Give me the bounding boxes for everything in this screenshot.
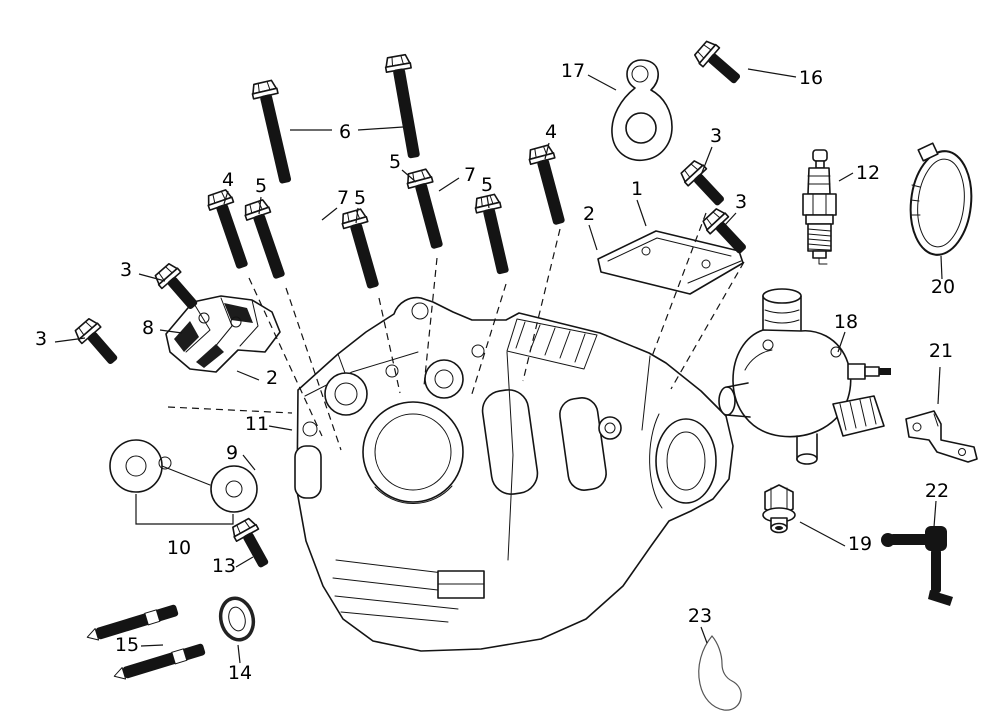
- part-label-20: 20: [931, 276, 955, 298]
- part-label-23: 23: [688, 605, 712, 627]
- part-label-8: 8: [142, 317, 154, 339]
- part-label-14: 14: [228, 662, 252, 684]
- leader-lines: [54, 68, 943, 664]
- part-valve-spring-seats: [109, 439, 258, 513]
- part-label-5: 5: [389, 151, 401, 173]
- part-clamp-ring: [909, 142, 973, 256]
- part-label-22: 22: [925, 480, 949, 502]
- part-label-2: 2: [583, 203, 595, 225]
- part-bolt-16: [692, 39, 745, 90]
- part-gasket-outline: [698, 635, 742, 711]
- part-label-16: 16: [799, 67, 823, 89]
- part-label-11: 11: [245, 413, 269, 435]
- part-label-5: 5: [354, 187, 366, 209]
- part-label-19: 19: [848, 533, 872, 555]
- part-label-5: 5: [481, 174, 493, 196]
- part-wrench-tool: [881, 526, 953, 606]
- part-label-3: 3: [35, 328, 47, 350]
- part-label-2: 2: [266, 367, 278, 389]
- part-label-21: 21: [929, 340, 953, 362]
- part-bolt-5a: [242, 199, 291, 282]
- part-label-12: 12: [856, 162, 880, 184]
- part-label-3: 3: [710, 125, 722, 147]
- part-bolt-5c: [405, 168, 450, 251]
- part-label-5: 5: [255, 175, 267, 197]
- part-bolt-5d: [473, 194, 515, 277]
- part-spark-plug: [802, 149, 837, 265]
- part-bolt-6b: [384, 54, 427, 160]
- part-bolt-3d: [73, 316, 124, 369]
- part-rocker-arm-assembly: [165, 295, 281, 373]
- part-label-15: 15: [115, 634, 139, 656]
- part-label-3: 3: [120, 259, 132, 281]
- part-stay-bracket: [905, 410, 978, 463]
- part-label-3: 3: [735, 191, 747, 213]
- part-label-17: 17: [561, 60, 585, 82]
- part-label-18: 18: [834, 311, 858, 333]
- part-label-4: 4: [545, 121, 557, 143]
- part-label-13: 13: [212, 555, 236, 577]
- part-label-10: 10: [167, 537, 191, 559]
- part-bolt-4b: [527, 144, 572, 227]
- part-flange-nut: [762, 484, 796, 534]
- part-label-6: 6: [339, 121, 351, 143]
- assembly-dashed-lines: [167, 212, 745, 451]
- part-bolt-13: [230, 517, 276, 572]
- part-label-9: 9: [226, 442, 238, 464]
- part-thermostat-housing: [718, 288, 891, 465]
- part-bolt-4a: [205, 189, 254, 272]
- part-bolt-5b: [340, 208, 386, 291]
- part-chain-guide-bracket: [611, 59, 673, 161]
- part-label-4: 4: [222, 169, 234, 191]
- part-studs: [86, 604, 206, 680]
- part-stem-seal: [218, 596, 256, 642]
- part-label-1: 1: [631, 178, 643, 200]
- part-label-7: 7: [464, 164, 476, 186]
- part-label-7: 7: [337, 187, 349, 209]
- part-bolt-6a: [250, 80, 298, 186]
- part-cylinder-head: [294, 296, 734, 652]
- part-cam-holder-plate: [597, 230, 744, 295]
